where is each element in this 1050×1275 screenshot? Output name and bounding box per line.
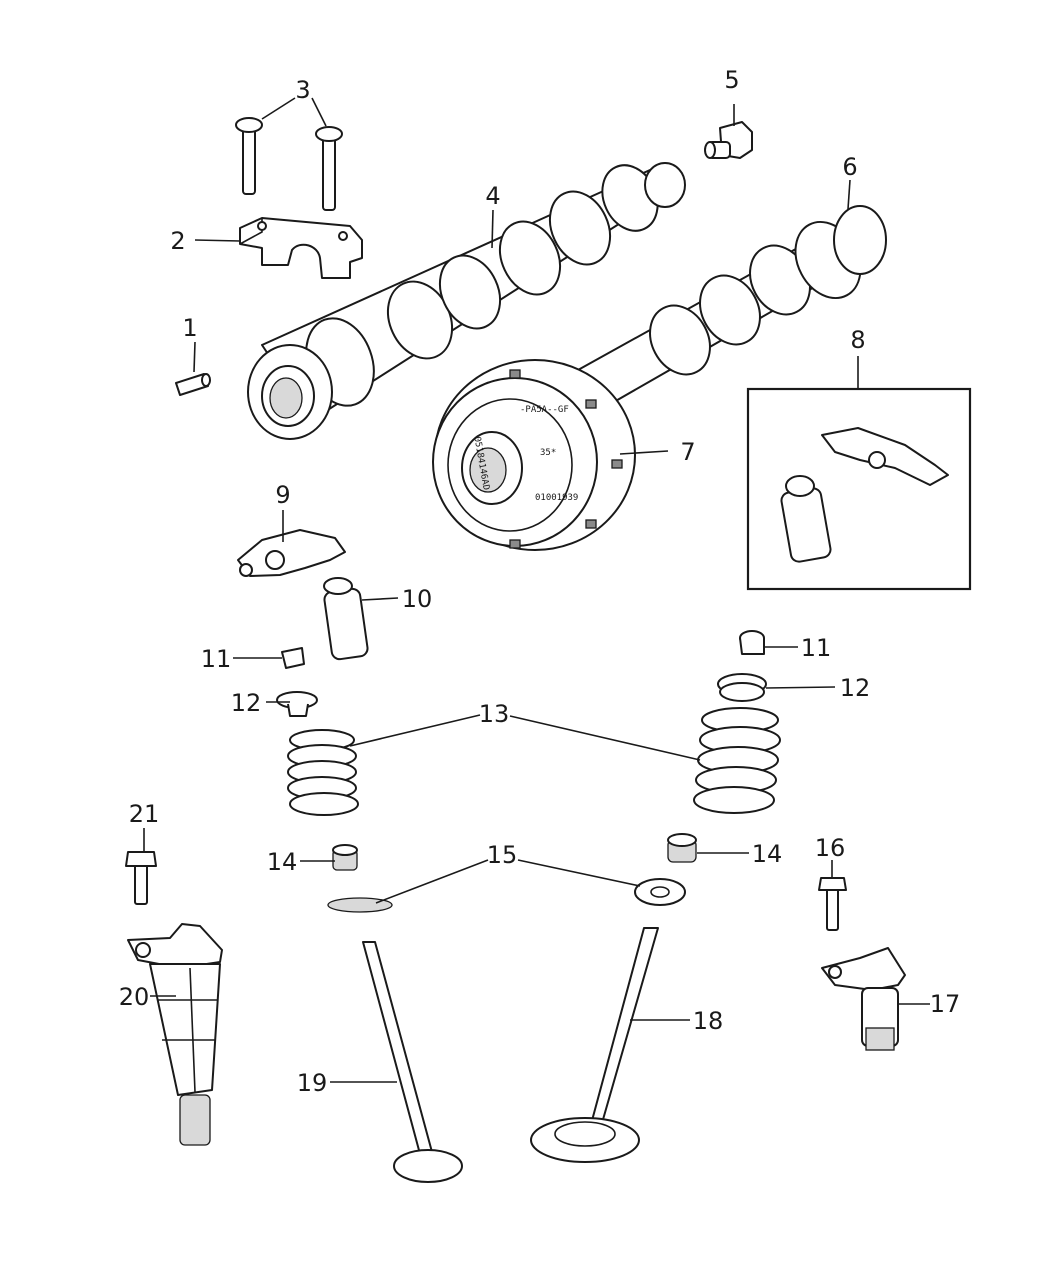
washer-part-15-right	[634, 878, 686, 906]
camshaft-part-4	[247, 162, 686, 440]
camshaft-part-6	[559, 205, 887, 411]
cam-phaser-part-7: -PA5A--GF 35* 01001939 05184146AD	[432, 359, 636, 551]
callout-13: 13	[479, 700, 510, 728]
valve-part-18	[530, 927, 659, 1163]
callout-6: 6	[842, 153, 857, 181]
sprocket-marking-3: 01001939	[535, 493, 578, 503]
callout-15: 15	[487, 841, 518, 869]
callout-4: 4	[485, 182, 500, 210]
dowel-pin-part-1	[175, 373, 211, 396]
callout-17: 17	[930, 990, 961, 1018]
spring-retainer-part-12-right	[717, 673, 767, 702]
callout-5: 5	[724, 66, 739, 94]
lifter-part-10	[323, 577, 369, 661]
callout-2: 2	[170, 227, 185, 255]
bolt-part-16	[818, 877, 847, 931]
bearing-cap-part-2	[239, 217, 363, 279]
sprocket-marking-2: 35*	[540, 448, 556, 458]
sensor-part-17	[821, 947, 906, 1051]
plug-part-5	[704, 121, 753, 159]
leader-lines	[143, 97, 930, 1083]
callout-18: 18	[693, 1007, 724, 1035]
valve-keeper-part-11-left	[281, 647, 305, 669]
bolt-part-3-left	[235, 117, 263, 195]
callout-labels: 1 2 3 4 5 6 7 8 9 10 11 11 12 12 13 14 1…	[119, 66, 961, 1097]
callout-21: 21	[129, 800, 160, 828]
washer-part-15-left	[327, 897, 393, 913]
callout-16: 16	[815, 834, 846, 862]
callout-12-right: 12	[840, 674, 871, 702]
spring-retainer-part-12-left	[276, 691, 318, 717]
callout-14-left: 14	[267, 848, 298, 876]
callout-8: 8	[850, 326, 865, 354]
callout-3: 3	[295, 76, 310, 104]
rocker-arm-part-9	[237, 529, 346, 577]
callout-11-left: 11	[201, 645, 232, 673]
valve-spring-part-13-left	[287, 729, 359, 816]
callout-9: 9	[275, 481, 290, 509]
callout-12-left: 12	[231, 689, 262, 717]
valve-stem-seal-part-14-left	[332, 844, 358, 871]
sprocket-marking-1: -PA5A--GF	[520, 405, 569, 415]
callout-19: 19	[297, 1069, 328, 1097]
bolt-part-21	[125, 851, 157, 905]
rocker-lifter-kit-part-8	[746, 387, 972, 591]
valve-spring-part-13-right	[693, 707, 781, 814]
callout-10: 10	[402, 585, 433, 613]
valve-keeper-part-11-right	[739, 630, 765, 655]
callout-7: 7	[680, 438, 695, 466]
sensor-part-20	[127, 923, 223, 1146]
callout-14-right: 14	[752, 840, 783, 868]
valve-part-19	[362, 941, 463, 1183]
valve-stem-seal-part-14-right	[667, 833, 697, 863]
bolt-part-3-right	[315, 126, 343, 211]
callout-20: 20	[119, 983, 150, 1011]
callout-1: 1	[182, 314, 197, 342]
callout-11-right: 11	[801, 634, 832, 662]
